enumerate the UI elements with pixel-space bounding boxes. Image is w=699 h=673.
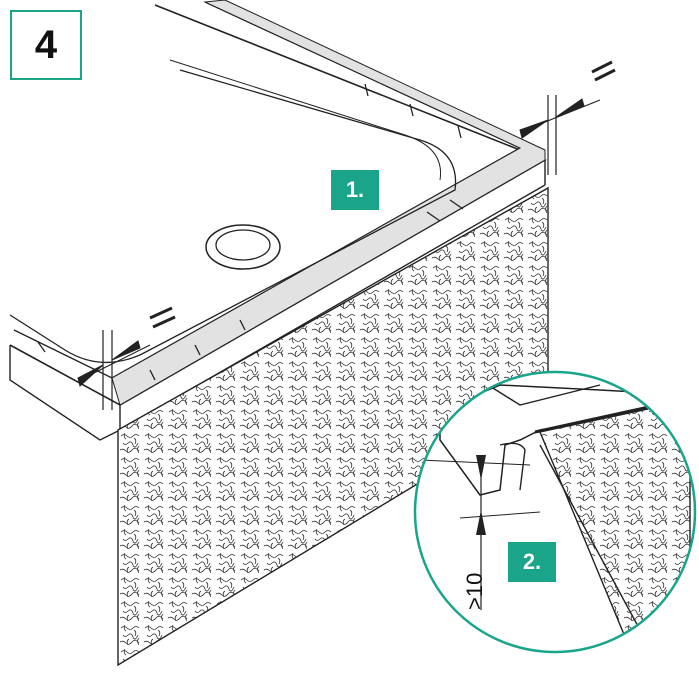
dimension-arrow-icon [77,364,104,387]
dimension-arrow-icon [476,455,486,480]
dimension-arrow-icon [519,119,549,139]
basin-outline [9,69,457,364]
drain-icon [205,224,281,270]
detail-panel [539,399,691,652]
shower-tray [9,0,547,441]
rim-segment-marks [37,83,464,381]
basin-inner-outline [169,59,442,181]
callout-2: 2. [508,542,556,582]
tray-rim-band [111,0,546,406]
detail-zoom-circle [413,370,697,654]
tray-top-surface [10,0,545,395]
dimension-arrow-icon [111,340,141,361]
equal-sign-icon [149,306,176,329]
gap-dimension-right [519,60,616,175]
gap-dimension-left [77,306,176,410]
dimension-arrow-icon [476,510,486,535]
callout-1: 1. [331,170,379,210]
step-number: 4 [10,10,82,80]
equal-sign-icon [591,60,616,82]
tray-left-edge [9,345,121,441]
dimension-label: >10 [462,572,487,610]
